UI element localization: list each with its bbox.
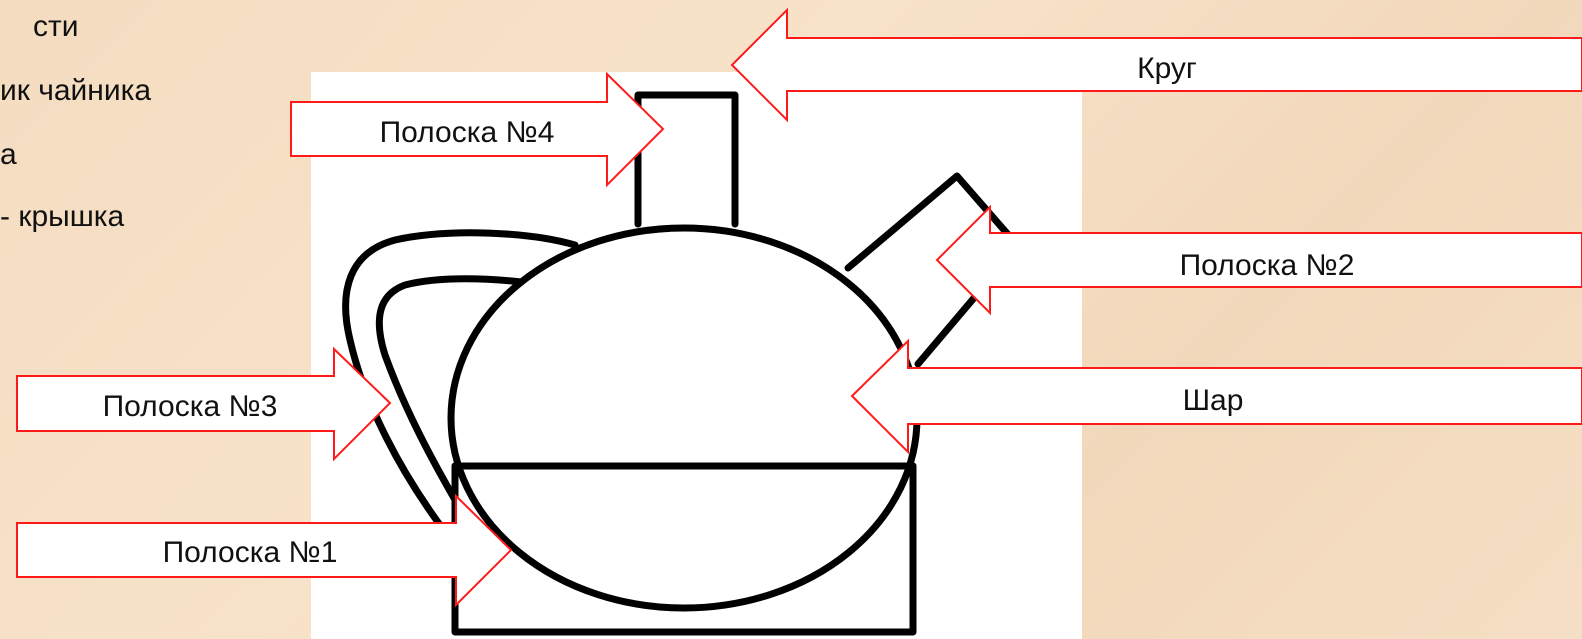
- arrow-shar: Шар: [850, 338, 1582, 455]
- label-polos2: Полоска №2: [1180, 249, 1355, 282]
- arrow-polos4: Полоска №4: [290, 71, 665, 188]
- handle-outer-shape: [342, 229, 579, 529]
- arrow-polos2: Полоска №2: [935, 204, 1582, 316]
- label-shar: Шар: [1183, 384, 1244, 417]
- label-polos3: Полоска №3: [103, 390, 278, 423]
- label-polos4: Полоска №4: [380, 116, 555, 149]
- arrow-krug: Круг: [730, 7, 1582, 123]
- slide-text-line-2: ик чайника: [0, 74, 152, 107]
- label-krug: Круг: [1137, 52, 1197, 85]
- arrow-polos3: Полоска №3: [16, 346, 392, 462]
- label-polos1: Полоска №1: [163, 536, 338, 569]
- slide-text-line-1: сти: [33, 10, 79, 43]
- handle-inner-shape: [375, 275, 534, 509]
- arrow-polos1: Полоска №1: [16, 493, 513, 608]
- slide-text-line-3: а: [0, 138, 17, 171]
- slide-text-line-4: - крышка: [0, 200, 125, 233]
- body-sphere-shape: [447, 224, 921, 612]
- top-strip-shape: [634, 91, 739, 228]
